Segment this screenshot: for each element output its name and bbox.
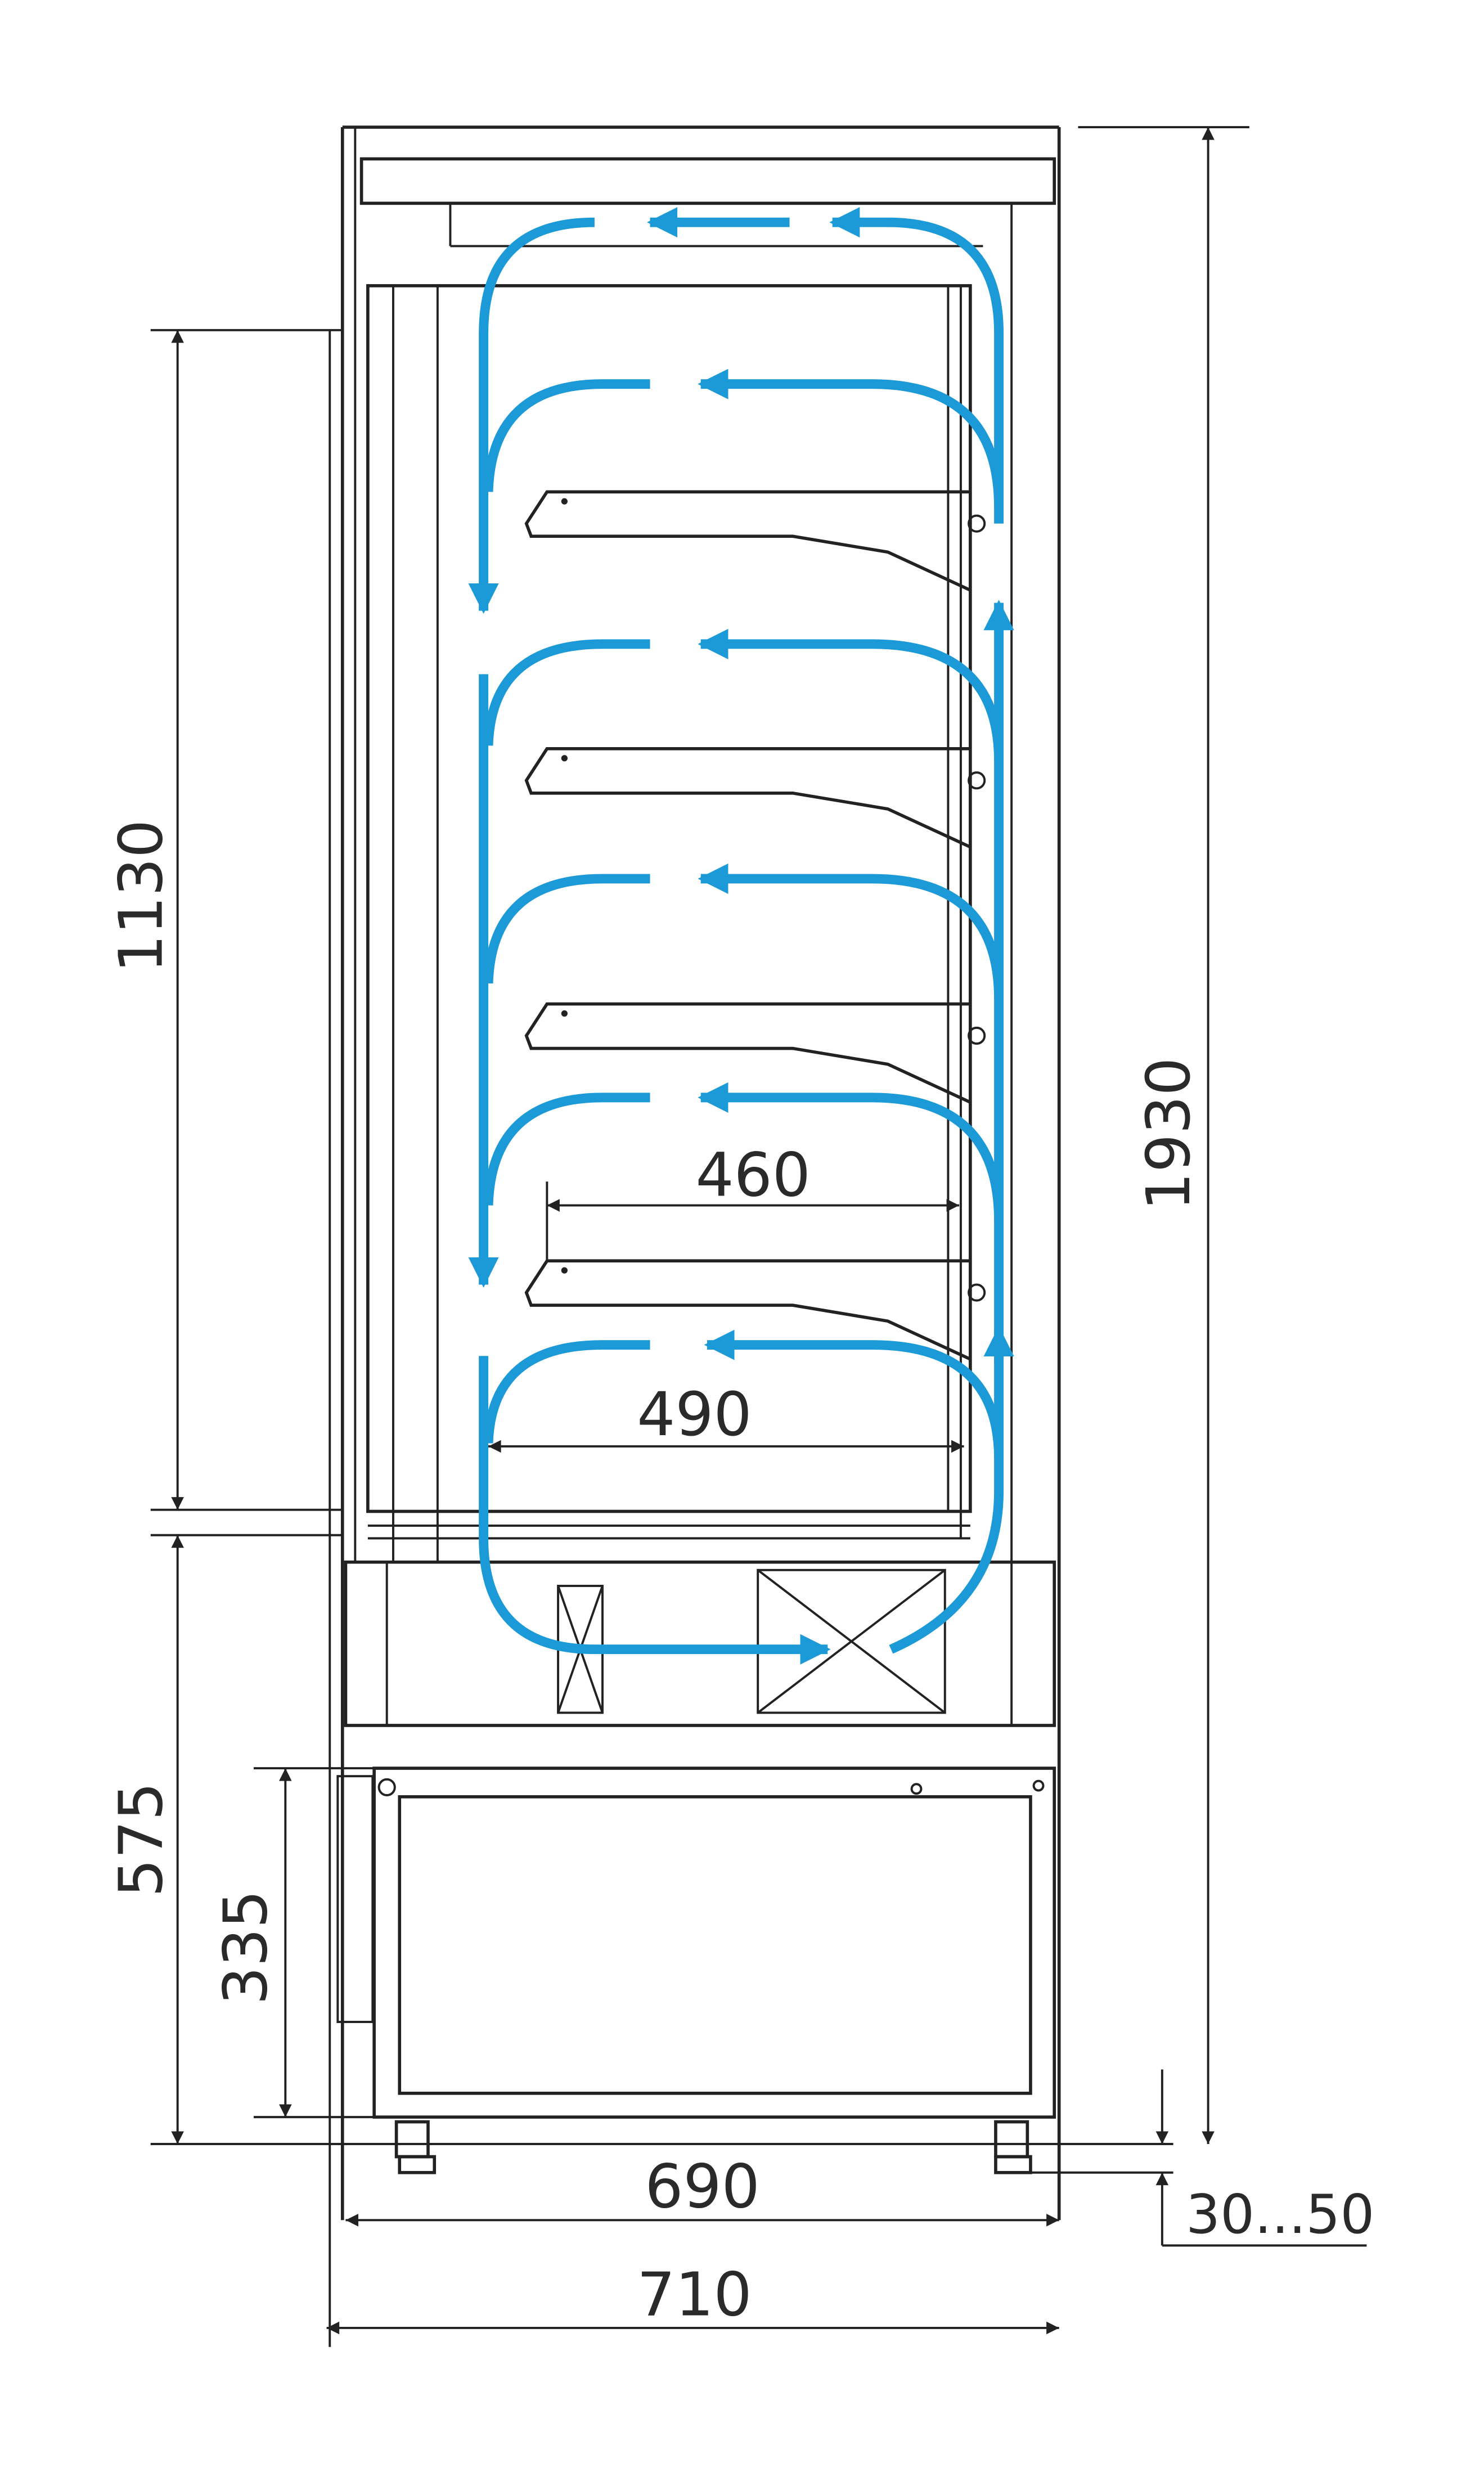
dim-base-height: 575 xyxy=(106,1782,176,1897)
dim-overall-height: 1930 xyxy=(1134,1057,1204,1211)
adjustable-feet xyxy=(394,2120,1032,2174)
airflow-loop xyxy=(483,863,1004,1000)
dim-overall-depth: 710 xyxy=(637,2260,752,2330)
airflow-loop xyxy=(483,628,1004,762)
dim-display-height: 1130 xyxy=(106,820,176,973)
shelf xyxy=(524,747,986,849)
shelf xyxy=(524,1002,986,1104)
shelf xyxy=(524,490,986,592)
dim-body-depth: 690 xyxy=(645,2152,759,2222)
dimension-lines xyxy=(150,126,1367,2335)
airflow-loop xyxy=(483,368,1004,508)
machine-compartment xyxy=(344,1560,1056,1727)
airflow-loop xyxy=(483,1329,1004,1459)
cabinet-outline xyxy=(329,125,1061,2347)
shelves xyxy=(524,490,986,1361)
airflow-arrows xyxy=(468,207,1014,1665)
dim-foot-adjustment: 30...50 xyxy=(1186,2183,1374,2246)
dim-shelf-depth-lower: 490 xyxy=(637,1380,752,1450)
dim-door-height: 335 xyxy=(211,1890,281,2004)
airflow-loop xyxy=(483,1082,1004,1221)
dim-shelf-depth-upper: 460 xyxy=(696,1141,811,1211)
base-cabinet xyxy=(336,1767,1056,2119)
